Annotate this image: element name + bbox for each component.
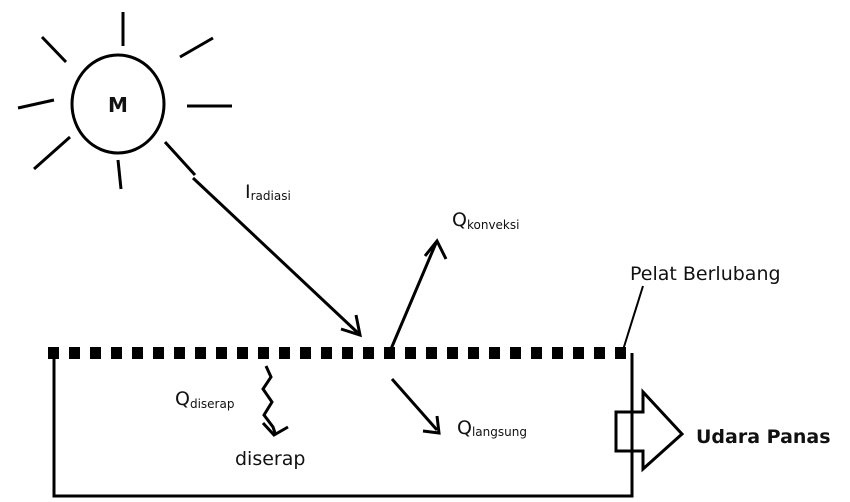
absorbed-arrow [261,365,289,437]
direct-heat-label: Qlangsung [457,417,527,439]
sun-ray [163,140,197,177]
collector-box [48,347,634,498]
sun-ray [116,159,123,190]
convection-arrow [389,238,448,350]
hot-air-arrow [614,388,685,473]
radiation-arrow [191,176,362,338]
sun-ray [40,35,68,64]
plate-leader-line [622,285,644,351]
sun-ray [17,98,55,110]
direct-heat-arrow [390,378,441,435]
sun-circle [70,53,166,155]
radiation-label: Iradiasi [245,181,291,203]
absorbed-caption: diserap [235,448,305,470]
convection-label: Qkonveksi [452,209,519,232]
plate-label: Pelat Berlubang [630,263,781,285]
sun-ray [179,36,214,59]
hot-air-label: Udara Panas [696,426,831,448]
absorbed-label: Qdiserap [175,388,234,411]
sun-label: M [108,93,128,117]
sun-rays [17,12,232,190]
sun-ray [33,135,71,171]
sun: M [17,12,232,190]
